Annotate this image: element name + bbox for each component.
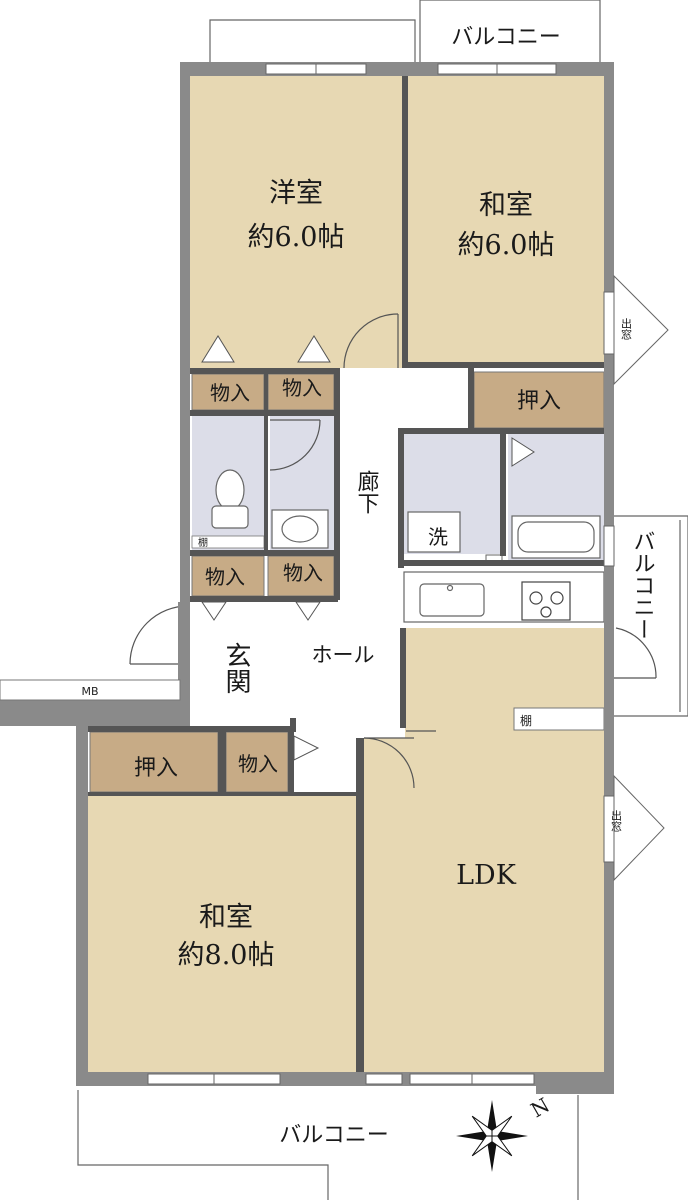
japanese-room-bottom — [88, 796, 356, 1072]
japanese-room-top-size: 約6.0帖 — [458, 230, 555, 261]
bay-window-top — [613, 274, 669, 386]
bay-window-bottom — [613, 774, 665, 882]
balcony-top-area — [209, 0, 601, 65]
ldk-shelf-label: 棚 — [520, 713, 532, 728]
swing-markers — [201, 335, 535, 761]
corridor-label: 廊下 — [354, 470, 380, 514]
compass-rose — [456, 1100, 528, 1172]
ldk-name: LDK — [456, 860, 517, 891]
balcony-bottom-area — [77, 1090, 579, 1200]
balcony-top-label: バルコニー — [451, 25, 561, 50]
western-room — [190, 76, 402, 368]
closet-mono-3-label: 物入 — [205, 565, 245, 589]
western-room-name: 洋室 — [269, 178, 323, 209]
closet-mono-5-label: 物入 — [238, 752, 278, 776]
gas-stove — [521, 581, 571, 621]
doors — [129, 313, 657, 789]
wc-shelf-label: 棚 — [198, 536, 208, 549]
bay-window-top-label: 出窓 — [620, 317, 633, 340]
japanese-room-top-name: 和室 — [479, 190, 533, 221]
closet-oshiire-bottom — [89, 731, 219, 793]
japanese-room-bottom-name: 和室 — [199, 902, 253, 933]
closet-mono-2-label: 物入 — [282, 376, 322, 400]
closet-mono-4-label: 物入 — [283, 561, 323, 585]
meter-box-label: MB — [81, 685, 98, 698]
closet-oshiire-top-label: 押入 — [517, 389, 561, 414]
closet-oshiire-bottom-label: 押入 — [134, 756, 178, 781]
balcony-right-label: バルコニー — [630, 530, 655, 640]
japanese-room-bottom-size: 約8.0帖 — [178, 940, 275, 971]
entrance-label: 玄関 — [221, 642, 251, 694]
compass-north-label: N — [527, 1093, 554, 1123]
window-mullions — [213, 64, 498, 1084]
interior-walls — [84, 76, 604, 1072]
western-room-size: 約6.0帖 — [248, 222, 345, 253]
meter-box — [0, 679, 181, 701]
kitchen-sink — [419, 583, 485, 617]
balcony-bottom-label: バルコニー — [279, 1123, 389, 1148]
japanese-room-top — [408, 76, 604, 362]
sink-fixture — [271, 509, 329, 549]
ldk-room — [364, 628, 604, 1072]
balcony-right-area — [612, 515, 688, 717]
closet-mono-1-label: 物入 — [210, 381, 250, 405]
washer-pan — [407, 511, 461, 553]
toilet-fixture — [211, 469, 249, 529]
bay-window-bottom-label: 出窓 — [610, 809, 623, 832]
bathtub-fixture — [511, 515, 601, 559]
washer-label: 洗 — [428, 525, 448, 549]
hall-label: ホール — [312, 643, 375, 667]
